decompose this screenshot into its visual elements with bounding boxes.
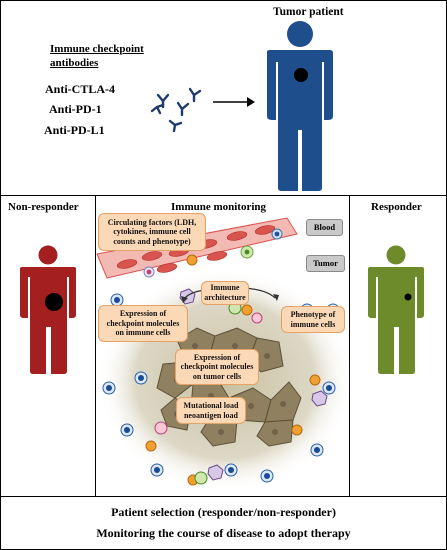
antibody-3: Anti-PD-L1 — [44, 123, 105, 137]
responder-label: Responder — [371, 201, 422, 213]
arrow-right-icon — [213, 97, 255, 107]
immune-architecture-box: Immune architecture — [201, 281, 249, 305]
top-panel — [0, 0, 447, 196]
mutational-load-box: Mutational load neoantigen load — [176, 397, 246, 424]
bottom-panel — [0, 496, 447, 550]
tumor-patient-figure — [267, 21, 333, 191]
non-responder-figure — [20, 245, 76, 374]
antibody-1: Anti-CTLA-4 — [45, 82, 116, 96]
expression-tumor-box: Expression of checkpoint molecules on tu… — [175, 349, 259, 385]
tumor-spot — [294, 68, 308, 82]
blood-tag: Blood — [306, 219, 343, 236]
tumor-spot — [45, 293, 63, 311]
tumor-spot — [404, 293, 412, 301]
immune-monitoring-title: Immune monitoring — [171, 201, 267, 213]
right-panel — [349, 195, 447, 497]
circulating-factors-box: Circulating factors (LDH, cytokines, imm… — [98, 213, 206, 251]
bottom-line-2: Monitoring the course of disease to adop… — [96, 526, 351, 540]
antibody-icon — [150, 103, 165, 115]
expression-immune-box: Expression of checkpoint molecules on im… — [98, 305, 188, 342]
antibodies-title-line1: Immune checkpoint — [50, 43, 144, 55]
bottom-line-1: Patient selection (responder/non-respond… — [111, 505, 336, 519]
antibody-icon — [188, 87, 202, 103]
phenotype-immune-box: Phenotype of immune cells — [281, 306, 345, 333]
antibody-icon — [168, 119, 183, 133]
antibodies-title-line2: antibodies — [50, 57, 99, 69]
antibody-icon — [176, 101, 190, 117]
tumor-tag: Tumor — [306, 255, 345, 272]
antibody-2: Anti-PD-1 — [49, 102, 102, 116]
patient-label: Tumor patient — [273, 6, 344, 18]
non-responder-label: Non-responder — [8, 201, 79, 213]
responder-figure — [368, 245, 424, 374]
antibody-molecules — [150, 87, 202, 133]
